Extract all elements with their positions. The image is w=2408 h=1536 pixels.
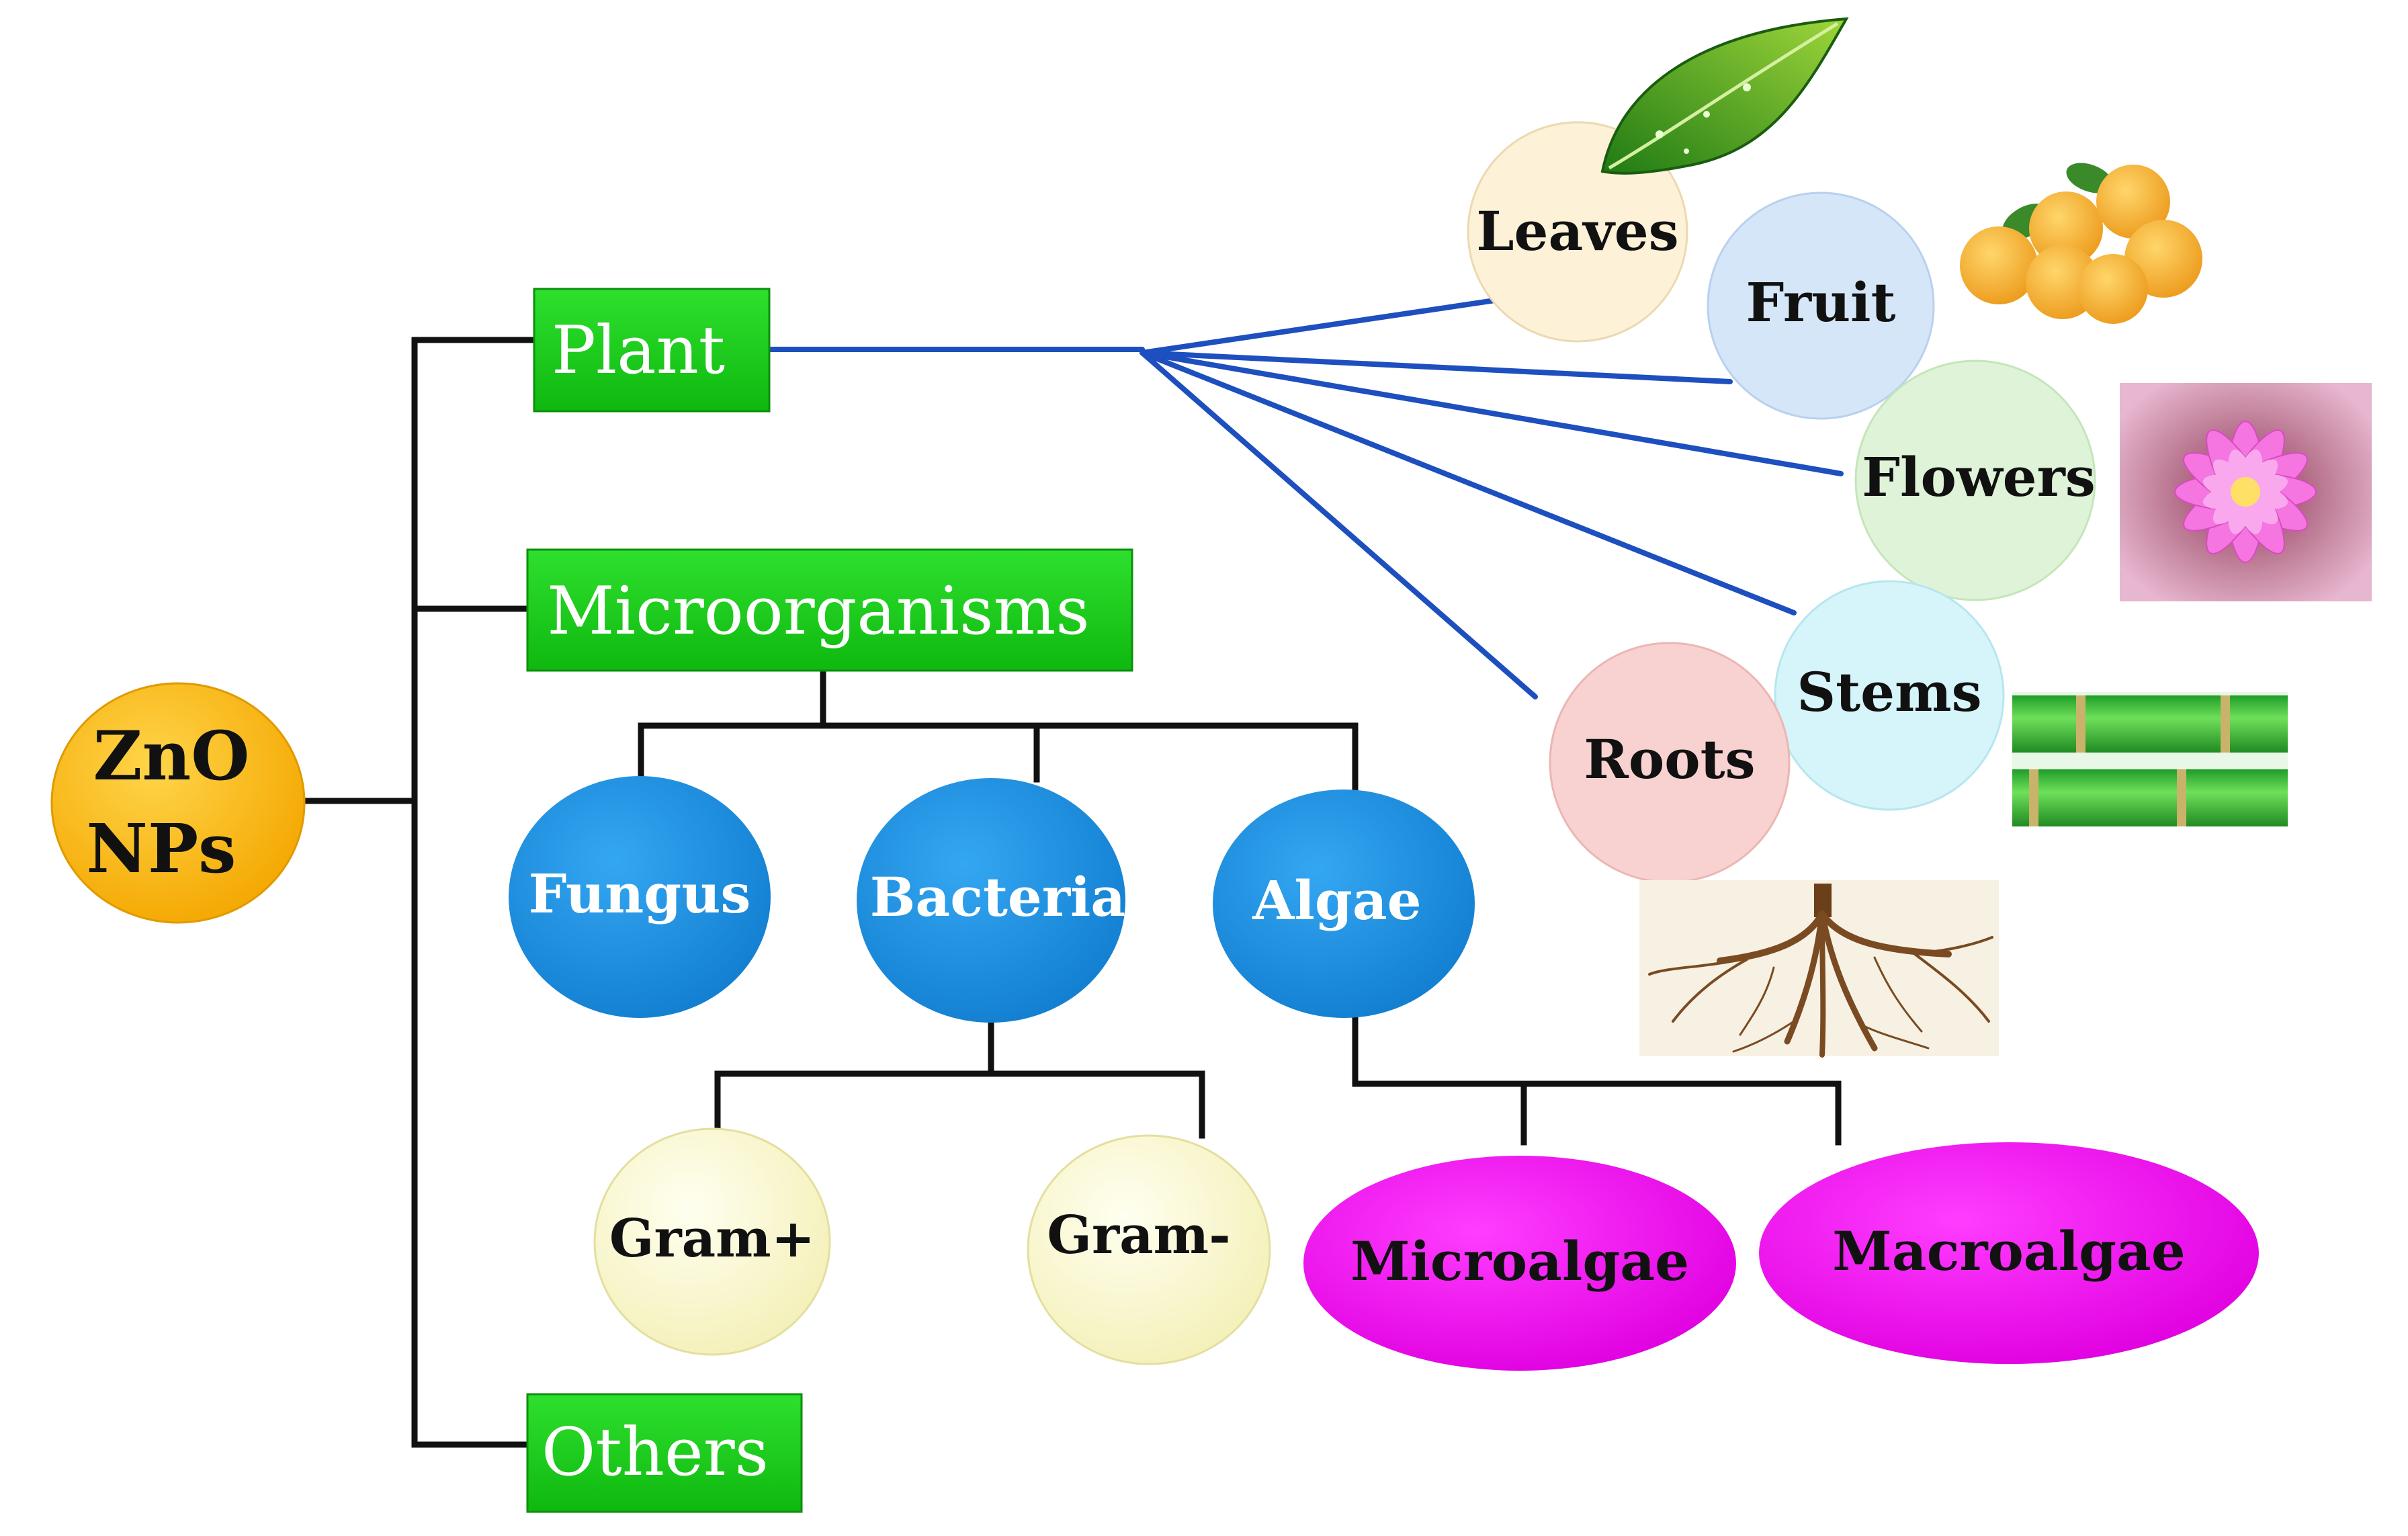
node-gram-neg-label: Gram- [1047,1205,1230,1266]
category-microorganisms-label: Microorganisms [547,573,1089,650]
node-macroalgae[interactable]: Macroalgae [1759,1142,2259,1364]
node-gram-neg[interactable]: Gram- [1027,1134,1271,1365]
node-fungus-label: Fungus [529,862,751,925]
category-others[interactable]: Others [526,1393,803,1513]
link-roots [1140,350,1538,699]
node-algae[interactable]: Algae [1213,790,1475,1018]
category-others-label: Others [542,1414,769,1491]
node-leaves-label: Leaves [1476,200,1678,263]
node-roots[interactable]: Roots [1549,642,1791,884]
node-fungus[interactable]: Fungus [509,776,771,1018]
link-flowers [1140,350,1844,476]
root-node: ZnO NPs [50,682,306,924]
tree-connectors [292,337,1842,1448]
link-stems [1140,350,1797,615]
root-label-line1: ZnO [93,716,250,796]
node-stems-label: Stems [1797,660,1981,724]
node-stems[interactable]: Stems [1774,580,2005,811]
node-flowers[interactable]: Flowers [1854,359,2096,601]
node-bacteria[interactable]: Bacteria [857,778,1125,1023]
node-microalgae[interactable]: Microalgae [1303,1156,1736,1371]
category-plant[interactable]: Plant [533,288,771,413]
node-fruit-label: Fruit [1746,271,1895,334]
node-roots-label: Roots [1584,728,1755,791]
node-bacteria-label: Bacteria [870,865,1125,929]
node-macroalgae-label: Macroalgae [1832,1220,2186,1283]
node-fruit[interactable]: Fruit [1707,191,1935,420]
node-algae-label: Algae [1252,869,1421,932]
bamboo-stems-image [2012,692,2288,826]
node-gram-pos-label: Gram+ [609,1208,815,1269]
node-flowers-label: Flowers [1862,445,2096,509]
root-label-line2: NPs [87,809,236,888]
pink-flower-image [2120,383,2372,601]
node-microalgae-label: Microalgae [1350,1230,1689,1293]
node-gram-pos[interactable]: Gram+ [593,1127,831,1356]
node-leaves[interactable]: Leaves [1467,121,1688,343]
category-plant-label: Plant [552,312,725,389]
plant-links [767,298,1844,699]
apricots-image [1960,163,2202,324]
tree-roots-image [1639,880,1999,1058]
link-leaves [1140,298,1498,355]
leaf-image [1600,17,1849,175]
link-fruit [1140,350,1733,384]
category-microorganisms[interactable]: Microorganisms [526,548,1133,672]
